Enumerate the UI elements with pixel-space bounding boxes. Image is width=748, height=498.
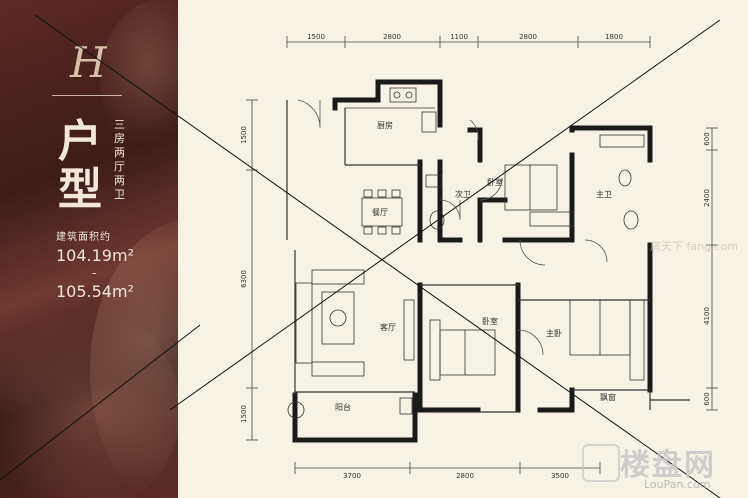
kitchen-fixtures xyxy=(345,87,437,133)
floor-plan-drawing: 1500 2800 1100 2800 1800 1500 6300 1500 … xyxy=(240,33,738,480)
dim-left-label: 6300 xyxy=(240,270,248,288)
room-label-public-bath: 次卫 xyxy=(455,189,471,199)
room-label-living: 客厅 xyxy=(380,322,396,332)
loupan-watermark: 楼盘网 LouPan.com xyxy=(582,440,742,494)
area-label: 建筑面积约 xyxy=(56,232,111,243)
dimension-right xyxy=(706,127,718,411)
dim-top-label: 2800 xyxy=(383,33,401,41)
bathroom-fixtures xyxy=(425,134,645,230)
area-value-max: 105.54m² xyxy=(56,282,134,301)
dim-top-label: 1500 xyxy=(307,33,325,41)
dim-right-label: 600 xyxy=(703,392,711,405)
dim-top-label: 1100 xyxy=(450,33,468,41)
room-label-master-bath: 主卫 xyxy=(596,189,612,199)
dim-top-label: 1800 xyxy=(605,33,623,41)
dim-bottom-label: 3700 xyxy=(343,472,361,480)
ghost-watermark: 房天下 fang.com xyxy=(650,240,738,253)
balcony-plant xyxy=(287,397,413,419)
loupan-brand-cn: 楼盘网 xyxy=(620,448,716,483)
living-furniture xyxy=(295,269,415,377)
dimension-top xyxy=(286,36,651,48)
decorative-swirl xyxy=(0,300,178,498)
area-separator: - xyxy=(92,266,97,280)
walls xyxy=(292,79,653,443)
loupan-brand-url: LouPan.com xyxy=(644,478,711,491)
logo-letter: H xyxy=(70,38,107,87)
dim-right-label: 600 xyxy=(703,132,711,145)
dimension-left xyxy=(246,99,258,441)
room-label-kitchen: 厨房 xyxy=(377,120,393,130)
dimension-bottom xyxy=(294,462,601,474)
room-label-master-bed: 主卧 xyxy=(546,328,562,338)
room-label-bay-window: 飘窗 xyxy=(600,392,616,402)
dim-right-label: 2400 xyxy=(703,189,711,207)
dim-bottom-label: 2800 xyxy=(456,472,474,480)
loupan-logo-icon xyxy=(582,444,620,482)
logo-underline xyxy=(52,95,122,96)
dim-bottom-label: 3500 xyxy=(551,472,569,480)
room-label-dining: 餐厅 xyxy=(372,208,388,217)
room-label-bedroom-bottom: 卧室 xyxy=(482,316,498,326)
room-label-bedroom-top: 卧室 xyxy=(487,177,503,187)
room-label-balcony: 阳台 xyxy=(335,402,351,412)
dim-top-label: 2800 xyxy=(519,33,537,41)
unit-type-desc: 三房两厅两卫 xyxy=(114,118,125,201)
dim-left-label: 1500 xyxy=(240,126,248,144)
unit-type-title: 户型 xyxy=(58,116,102,215)
bed-furniture xyxy=(429,164,645,381)
unit-info-panel: H 户型 三房两厅两卫 建筑面积约 104.19m² - 105.54m² xyxy=(0,0,178,498)
dim-right-label: 4100 xyxy=(703,307,711,325)
partitions xyxy=(286,100,690,413)
dim-left-label: 1500 xyxy=(240,405,248,423)
dining-table xyxy=(361,189,403,235)
area-value-min: 104.19m² xyxy=(56,246,134,265)
